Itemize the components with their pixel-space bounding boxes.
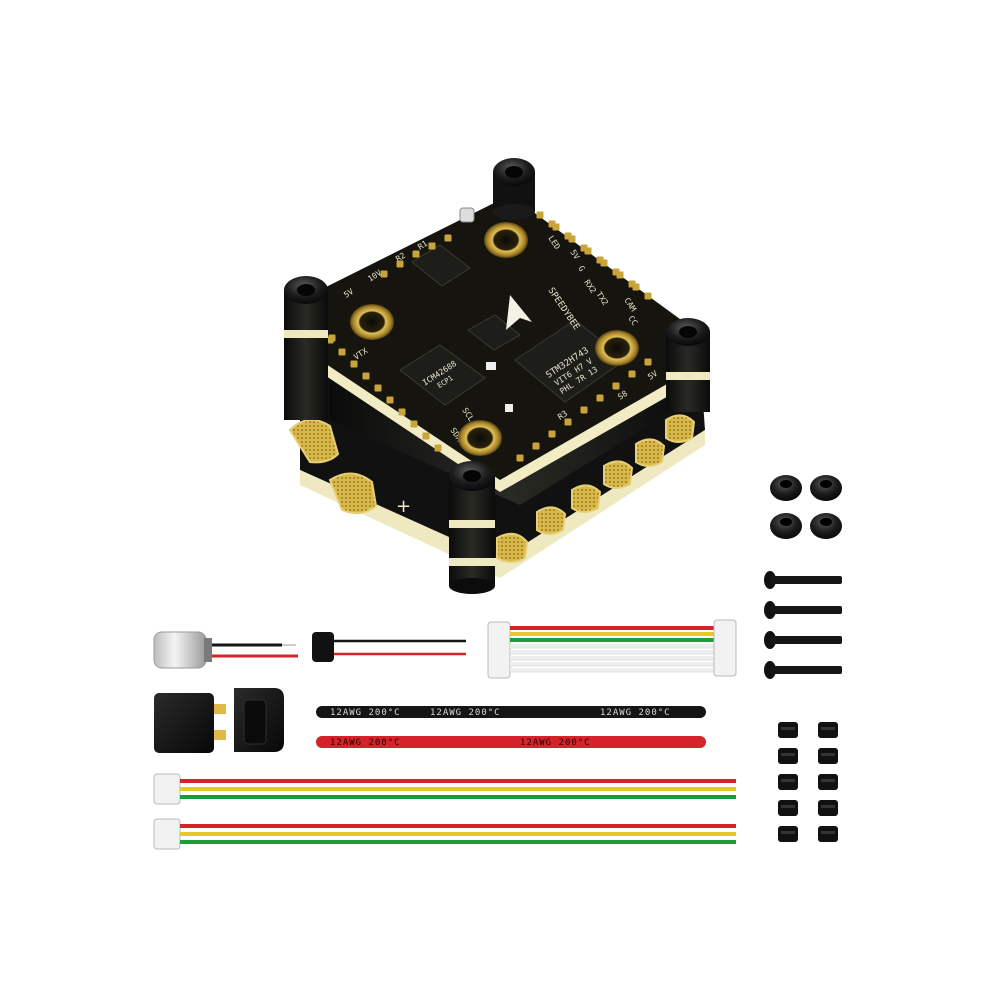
silk-r1: R1 <box>416 239 429 252</box>
mount-hole <box>350 304 394 340</box>
solder-pad <box>644 358 652 366</box>
solder-pad <box>328 334 336 342</box>
solder-pad <box>338 348 346 356</box>
capacitor <box>153 631 298 669</box>
esc-plus-label: + <box>396 496 411 517</box>
solder-pad <box>396 260 404 268</box>
gyro-chip <box>399 344 486 406</box>
solder-pad <box>532 442 540 450</box>
small-component <box>312 632 466 662</box>
grommet-groove <box>781 831 795 834</box>
grommet-groove <box>821 779 835 782</box>
m3-screws <box>764 571 842 679</box>
boot-button <box>459 207 475 223</box>
fc-board-edge <box>305 350 700 492</box>
solder-pad <box>580 406 588 414</box>
xt60-connector <box>154 688 284 753</box>
solder-pad <box>596 256 604 264</box>
solder-pad <box>628 370 636 378</box>
standoff-top <box>493 158 535 220</box>
silk-5v-right: 5V <box>646 369 659 382</box>
standoffs <box>284 158 710 594</box>
baro-chip <box>467 314 521 351</box>
jst-cable-1 <box>153 773 736 805</box>
m3-screw <box>764 601 842 619</box>
black-silicone-wire: 12AWG 200°C 12AWG 200°C 12AWG 200°C <box>316 706 706 718</box>
osd-chip <box>411 244 471 287</box>
arrow-logo <box>506 295 532 330</box>
red-wire-label: 12AWG 200°C <box>330 738 401 748</box>
solder-pad <box>612 382 620 390</box>
black-wire-label: 12AWG 200°C <box>600 708 671 718</box>
ribbon-cable <box>487 619 737 679</box>
solder-pad <box>374 384 382 392</box>
solder-pad <box>350 360 358 368</box>
mount-hole <box>458 420 502 456</box>
standoff-left <box>284 276 328 420</box>
m3-nut <box>810 513 842 539</box>
solder-pad <box>564 232 572 240</box>
m3-nuts <box>770 475 842 539</box>
silk-5v-left: 5V <box>342 287 355 300</box>
grommet-groove <box>821 727 835 730</box>
m3-screw <box>764 631 842 649</box>
solder-pad <box>386 396 394 404</box>
m3-nut <box>770 513 802 539</box>
standoff-right <box>666 318 710 412</box>
rubber-grommets <box>778 722 838 842</box>
solder-pad <box>564 418 572 426</box>
mount-hole <box>595 330 639 366</box>
silk-g: G <box>576 264 586 273</box>
silk-s8: S8 <box>616 389 629 402</box>
standoff-front <box>449 461 495 594</box>
fc-stack: + STM32H743 VIT6 H7 V PHL 7R 13 ICM42688… <box>284 158 710 594</box>
mounting-holes <box>350 222 639 456</box>
jst-cable-2 <box>153 818 736 850</box>
solder-pad <box>434 444 442 452</box>
led <box>486 362 496 370</box>
solder-pad <box>628 280 636 288</box>
solder-pad <box>444 234 452 242</box>
solder-pad <box>612 268 620 276</box>
esc-motor-pads <box>288 414 696 563</box>
solder-pad <box>548 220 556 228</box>
mount-hole <box>484 222 528 258</box>
grommet-groove <box>781 753 795 756</box>
red-wire-label: 12AWG 200°C <box>520 738 591 748</box>
m3-nut <box>770 475 802 501</box>
solder-pad <box>362 372 370 380</box>
m3-nut <box>810 475 842 501</box>
solder-pad <box>548 430 556 438</box>
grommet-groove <box>821 831 835 834</box>
solder-pad <box>596 394 604 402</box>
m3-screw <box>764 571 842 589</box>
grommet-groove <box>781 779 795 782</box>
grommet-groove <box>781 805 795 808</box>
grommet-groove <box>821 753 835 756</box>
red-silicone-wire: 12AWG 200°C 12AWG 200°C <box>316 736 706 748</box>
solder-pad <box>536 211 544 219</box>
grommet-groove <box>821 805 835 808</box>
solder-pad <box>580 244 588 252</box>
solder-pad <box>380 270 388 278</box>
solder-pad <box>644 292 652 300</box>
silk-r2: R2 <box>394 251 407 264</box>
silk-r3: R3 <box>556 409 569 422</box>
grommet-groove <box>781 727 795 730</box>
black-wire-label: 12AWG 200°C <box>430 708 501 718</box>
solder-pad <box>516 454 524 462</box>
solder-pad <box>410 420 418 428</box>
solder-pad <box>428 242 436 250</box>
solder-pad <box>412 250 420 258</box>
led <box>505 404 513 412</box>
black-wire-label: 12AWG 200°C <box>330 708 401 718</box>
solder-pad <box>422 432 430 440</box>
m3-screw <box>764 661 842 679</box>
solder-pad <box>398 408 406 416</box>
